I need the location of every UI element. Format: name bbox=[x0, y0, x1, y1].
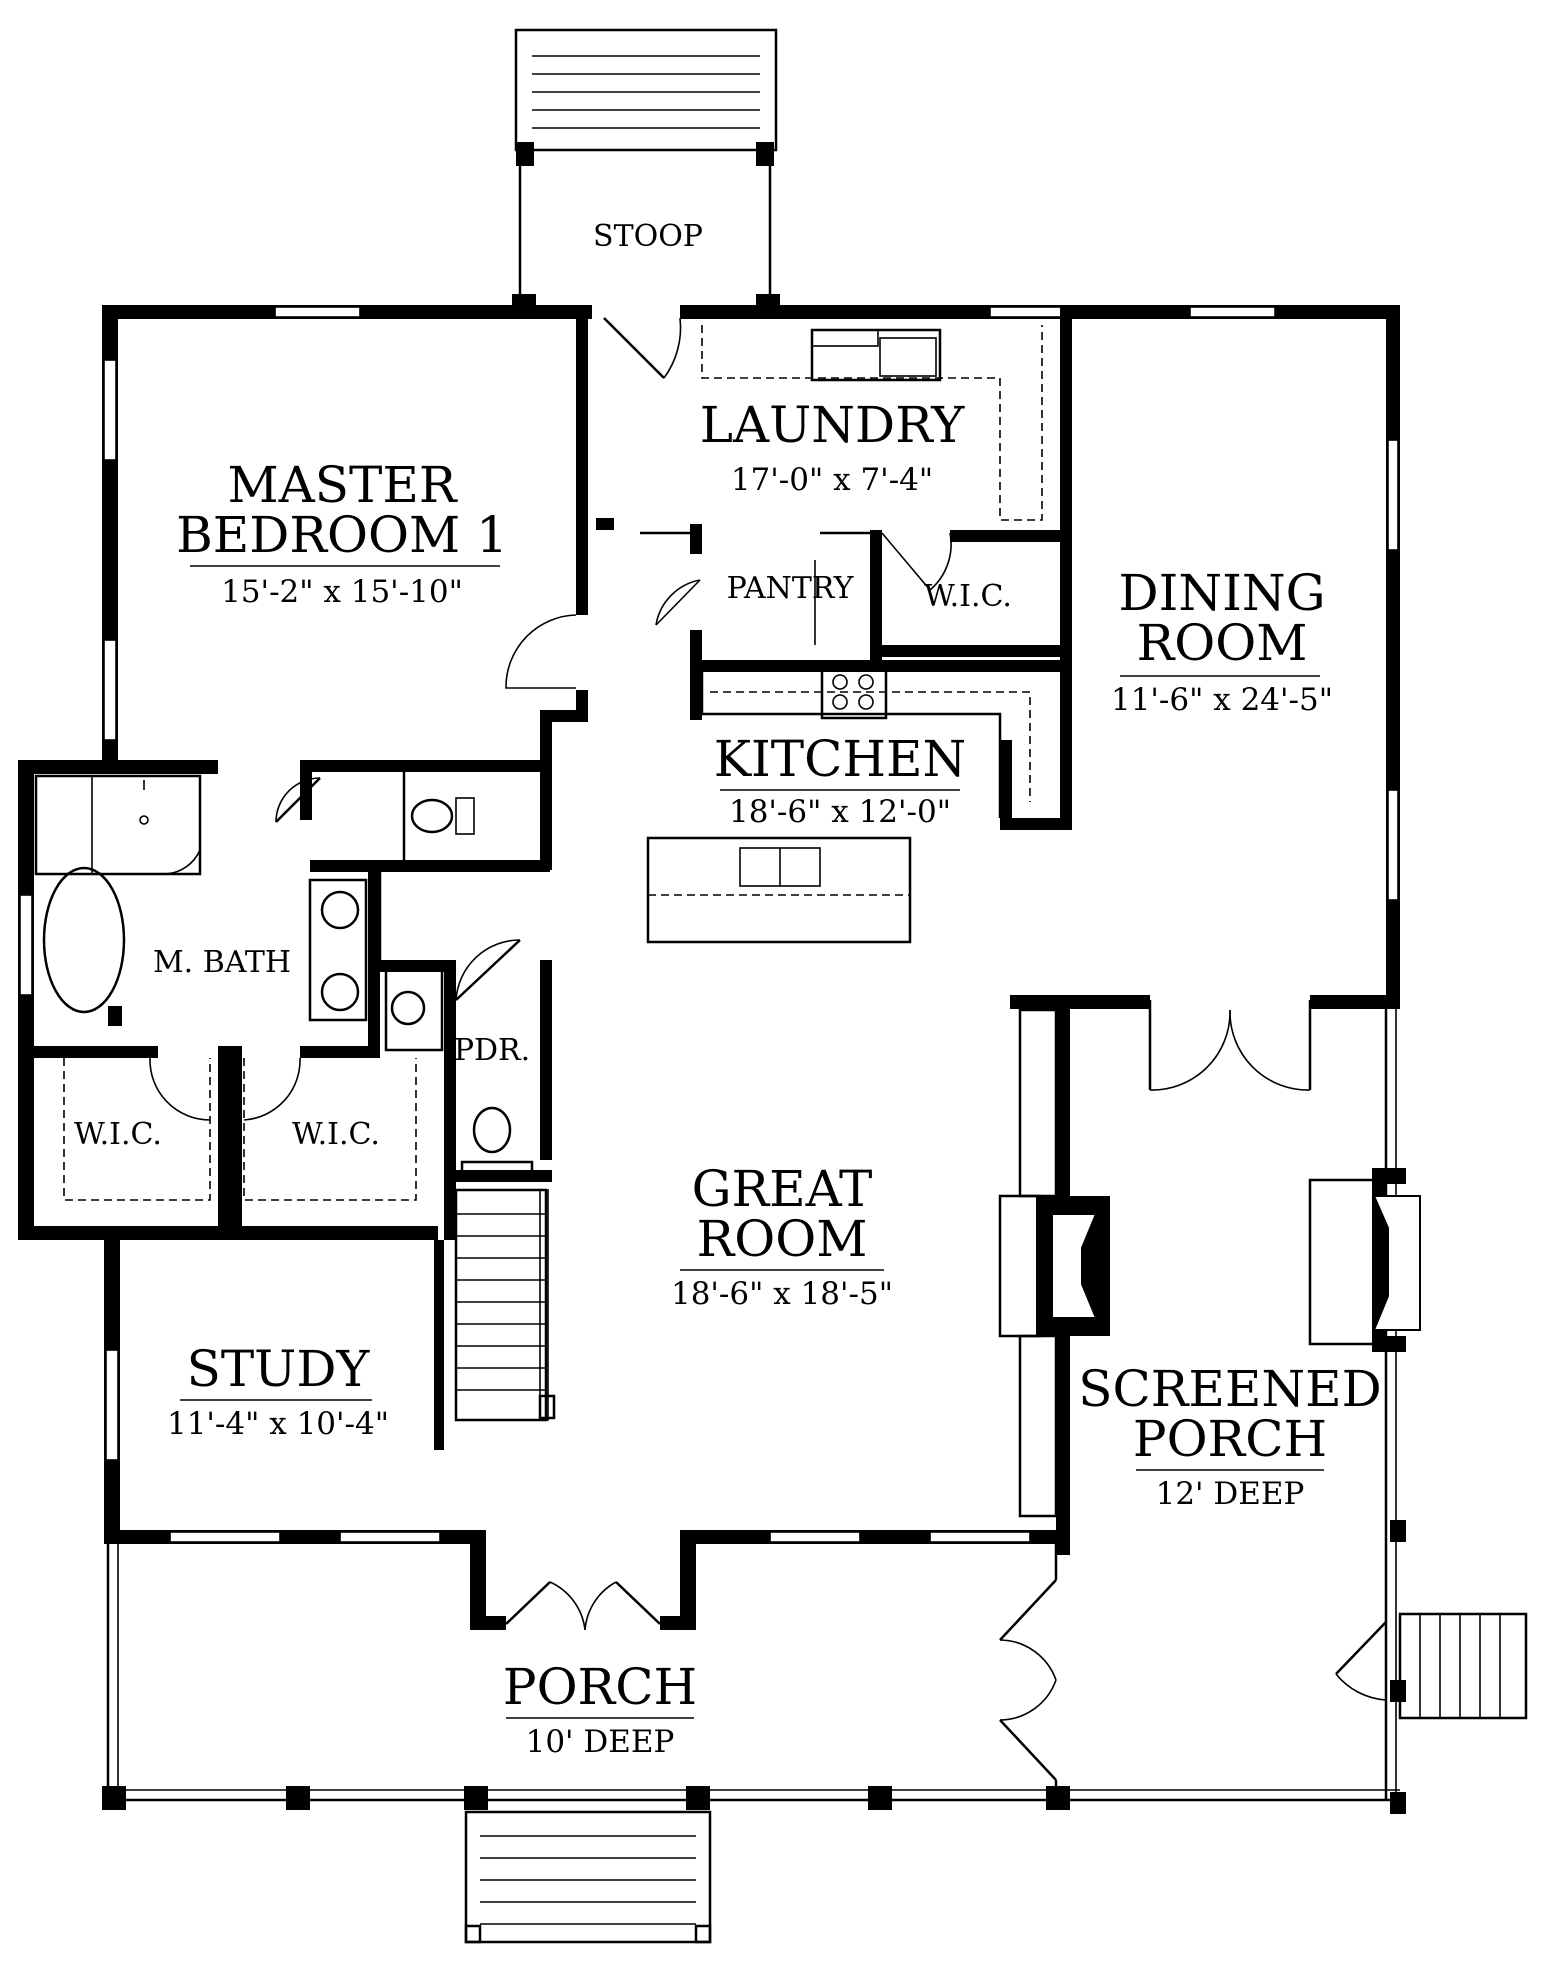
stoop bbox=[512, 28, 780, 379]
porch-dims: 10' DEEP bbox=[526, 1724, 675, 1760]
screened-porch-dims: 12' DEEP bbox=[1156, 1476, 1305, 1512]
wic-kitchen-label: W.I.C. bbox=[924, 579, 1012, 614]
dining-porch-doors bbox=[1148, 1000, 1312, 1091]
laundry-fixtures bbox=[701, 325, 1043, 521]
pdr-fixtures bbox=[460, 1106, 534, 1174]
screened-porch-label-line2: PORCH bbox=[1133, 1410, 1327, 1468]
wic-right-label: W.I.C. bbox=[292, 1117, 380, 1152]
laundry-dims: 17'-0" x 7'-4" bbox=[731, 462, 933, 498]
bedroom-door bbox=[505, 614, 577, 689]
front-entry bbox=[470, 1530, 696, 1631]
great-room-fireplace bbox=[998, 1008, 1098, 1518]
front-porch-structure bbox=[102, 1544, 1400, 1944]
laundry-label: LAUNDRY bbox=[700, 396, 965, 454]
great-room-label-line2: ROOM bbox=[697, 1210, 868, 1268]
great-room-label-line1: GREAT bbox=[692, 1160, 873, 1218]
dining-room-dims: 11'-6" x 24'-5" bbox=[1111, 682, 1333, 718]
wc-fixtures bbox=[275, 766, 546, 1052]
master-bedroom-dims: 15'-2" x 15'-10" bbox=[221, 574, 463, 610]
kitchen-label: KITCHEN bbox=[714, 730, 967, 788]
pantry-label: PANTRY bbox=[727, 571, 855, 606]
screened-porch-structure bbox=[999, 1005, 1528, 1814]
interior-walls bbox=[34, 305, 1072, 1450]
pdr-label: PDR. bbox=[454, 1033, 530, 1068]
dining-room-label-line1: DINING bbox=[1118, 564, 1325, 622]
master-bedroom-label-line2: BEDROOM 1 bbox=[176, 506, 508, 564]
great-room-dims: 18'-6" x 18'-5" bbox=[671, 1276, 893, 1312]
porch-label: PORCH bbox=[503, 1658, 697, 1716]
screened-porch-label-line1: SCREENED bbox=[1078, 1360, 1382, 1418]
kitchen-fixtures bbox=[646, 666, 1031, 944]
dining-room-label-line2: ROOM bbox=[1137, 614, 1308, 672]
kitchen-dims: 18'-6" x 12'-0" bbox=[729, 794, 951, 830]
study-label: STUDY bbox=[187, 1340, 371, 1398]
stoop-label: STOOP bbox=[593, 219, 703, 254]
master-bath-label: M. BATH bbox=[153, 945, 291, 980]
staircase bbox=[454, 1188, 556, 1422]
windows bbox=[19, 306, 1399, 1543]
master-bedroom-label-line1: MASTER bbox=[227, 456, 457, 514]
study-dims: 11'-4" x 10'-4" bbox=[167, 1406, 389, 1442]
pantry-area bbox=[640, 531, 952, 645]
wic-left-label: W.I.C. bbox=[74, 1117, 162, 1152]
master-bath-fixtures bbox=[34, 774, 417, 1201]
